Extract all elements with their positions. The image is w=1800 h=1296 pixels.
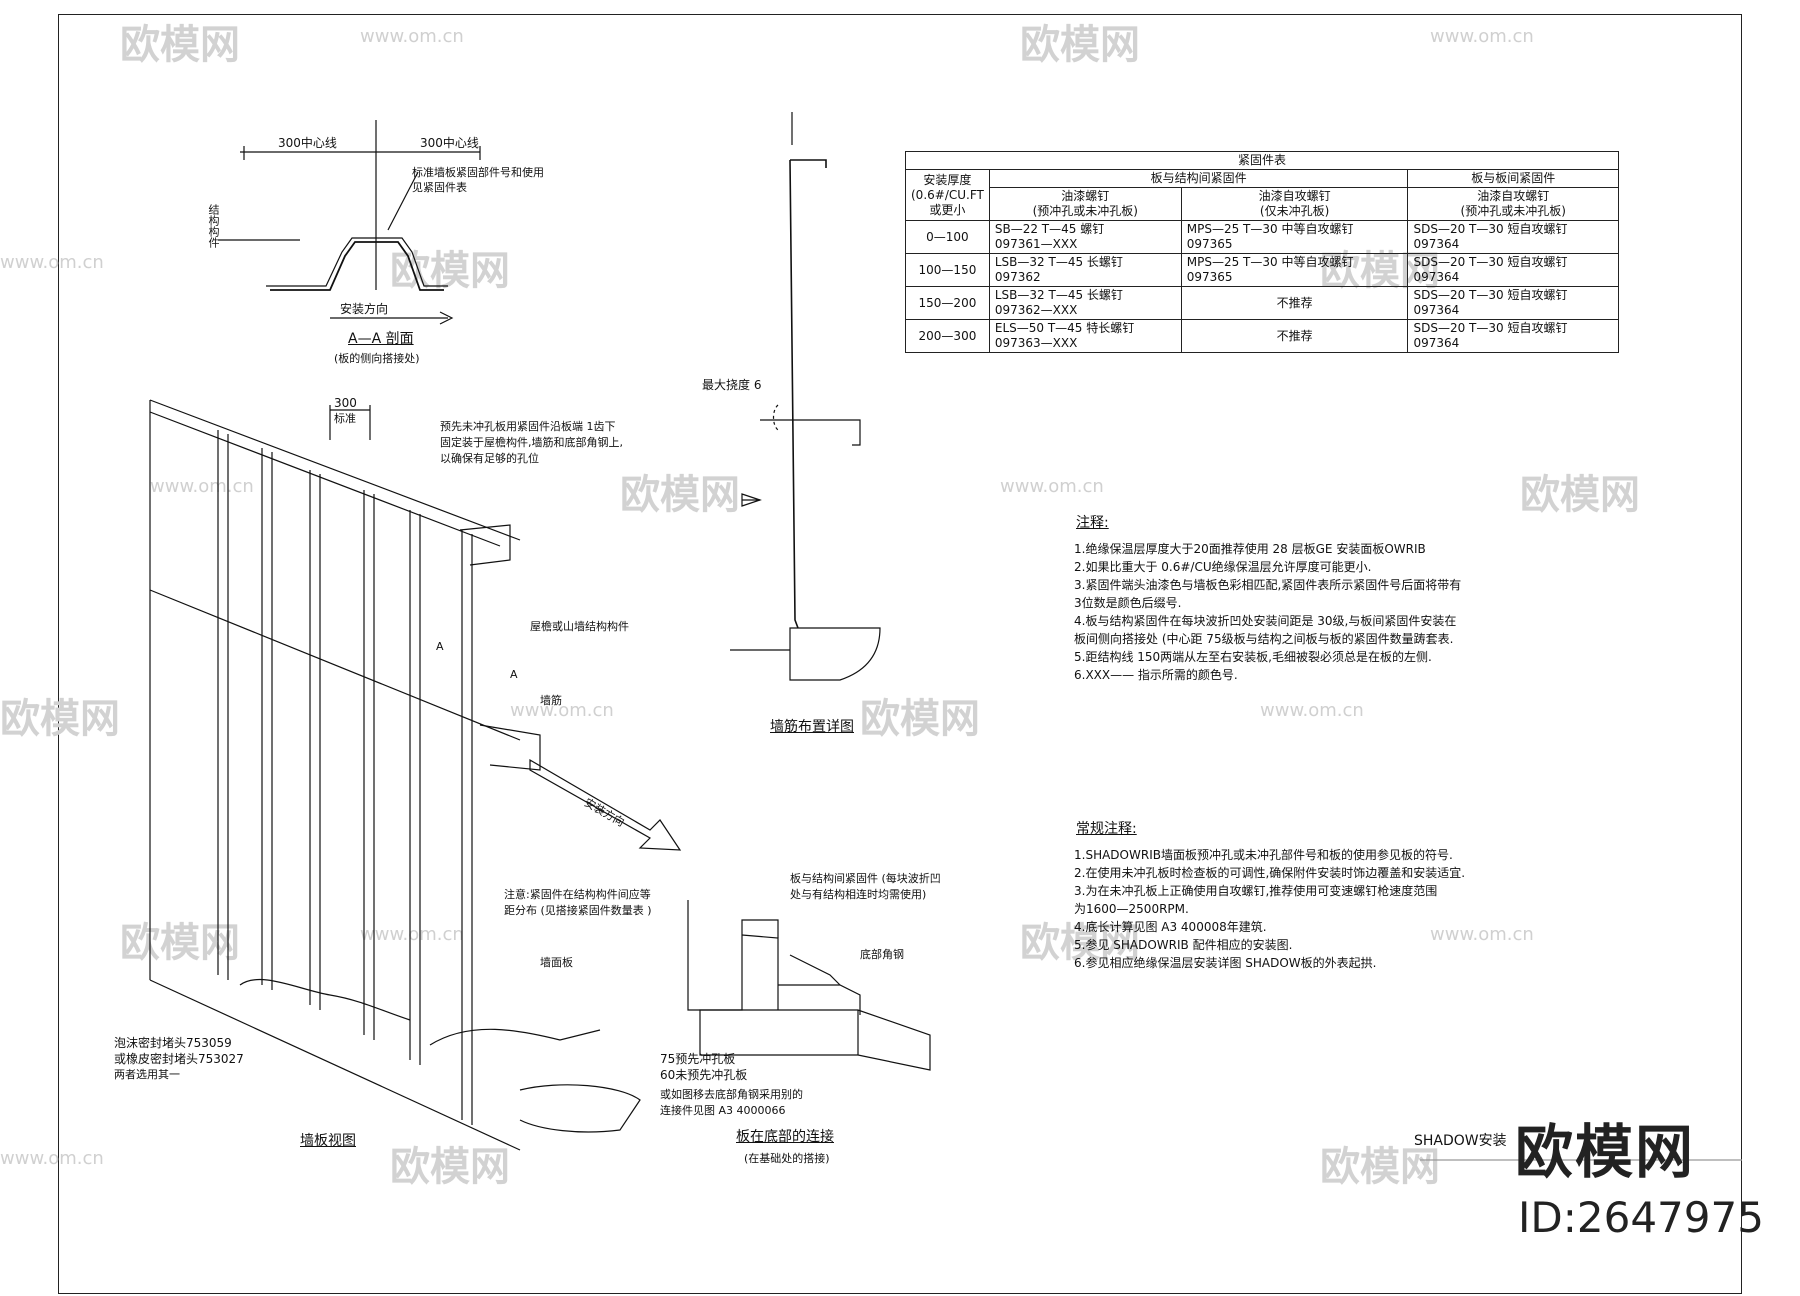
fastener-table: 紧固件表 安装厚度 (0.6#/CU.FT 或更小 板与结构间紧固件 板与板间紧… [905, 151, 1619, 353]
general-note-item: 1.SHADOWRIB墙面板预冲孔或未冲孔部件号和板的使用参见板的符号. [1074, 848, 1453, 862]
wall-dim-top-sub: 标准 [334, 412, 356, 425]
panel-structure-header: 板与结构间紧固件 [988, 169, 1409, 188]
note-item: 3.紧固件端头油漆色与墙板色彩相匹配,紧固件表所示紧固件号后面将带有 [1074, 578, 1462, 592]
watermark-logo: 欧模网 [390, 1144, 510, 1190]
drawing-frame [58, 14, 1742, 1294]
general-note-item: 为1600—2500RPM. [1074, 902, 1189, 916]
base-note-1: 板与结构间紧固件 (每块波折凹 [790, 872, 941, 885]
watermark-logo: 欧模网 [860, 696, 980, 742]
watermark-site: www.om.cn [1430, 26, 1534, 47]
general-note-item: 2.在使用未冲孔板时检查板的可调性,确保附件安装时饰边覆盖和安装适宜. [1074, 866, 1466, 880]
aa-direction-label: 安装方向 [340, 302, 389, 316]
wall-view-drawing [149, 399, 682, 1151]
watermark-site: www.om.cn [360, 26, 464, 47]
note-item: 3位数是颜色后缀号. [1074, 596, 1182, 610]
note-item: 5.距结构线 150两端从左至右安装板,毛细被裂必须总是在板的左侧. [1074, 650, 1432, 664]
eave-label: 屋檐或山墙结构构件 [530, 620, 629, 633]
prepunch-note-1: 预先未冲孔板用紧固件沿板端 1齿下 [440, 420, 616, 433]
watermark-logo: 欧模网 [120, 22, 240, 68]
note-item: 1.绝缘保温层厚度大于20面推荐使用 28 层板GE 安装面板OWRIB [1074, 542, 1426, 556]
base-note-2: 处与有结构相连时均需使用) [790, 888, 927, 901]
general-note-item: 5.参见 SHADOWRIB 配件相应的安装图. [1074, 938, 1293, 952]
watermark-site: www.om.cn [1430, 924, 1534, 945]
fastener-note-2: 距分布 (见搭接紧固件数量表 ) [504, 904, 652, 917]
base-alt-note-1: 或如图移去底部角钢采用别的 [660, 1088, 803, 1101]
watermark-site: www.om.cn [1260, 700, 1364, 721]
section-aa-drawing [218, 120, 481, 325]
watermark-site: www.om.cn [0, 1148, 104, 1169]
watermark-logo: 欧模网 [0, 696, 120, 742]
note-item: 板间侧向搭接处 (中心距 75级板与结构之间板与板的紧固件数量踌套表. [1074, 632, 1454, 646]
note-item: 4.板与结构紧固件在每块波折凹处安装间距是 30级,与板间紧固件安装在 [1074, 614, 1457, 628]
watermark-site: www.om.cn [1000, 476, 1104, 497]
base-label-75: 75预先冲孔板 [660, 1052, 736, 1066]
wall-dim-top: 300 [334, 396, 357, 410]
base-angle-label: 底部角钢 [860, 948, 904, 961]
notes-title: 注释: [1076, 515, 1109, 531]
fastener-table-title: 紧固件表 [905, 151, 1619, 170]
watermark-logo: 欧模网 [390, 248, 510, 294]
aa-subtitle: (板的侧向搭接处) [334, 352, 420, 365]
section-marker-a2: A [510, 668, 518, 681]
aa-title: A—A 剖面 [348, 331, 414, 347]
fastener-note-1: 注意:紧固件在结构构件间应等 [504, 888, 651, 901]
aa-note-line1: 标准墙板紧固部件号和使用 [412, 166, 544, 179]
watermark-site: www.om.cn [510, 700, 614, 721]
girt-label: 墙筋 [540, 694, 562, 707]
thickness-header: 安装厚度 (0.6#/CU.FT 或更小 [905, 169, 990, 221]
base-detail-drawing [687, 900, 931, 1071]
panel-label: 墙面板 [540, 956, 573, 969]
watermark-logo: 欧模网 [620, 472, 740, 518]
base-detail-title: 板在底部的连接 [736, 1129, 834, 1145]
seal-note-2: 或橡皮密封堵头753027 [114, 1052, 244, 1066]
girt-detail-drawing [730, 112, 881, 681]
watermark-site: www.om.cn [360, 924, 464, 945]
watermark-logo: 欧模网 [1320, 1144, 1440, 1190]
section-marker-a1: A [436, 640, 444, 653]
dim-right-label: 300中心线 [420, 136, 479, 150]
base-label-60: 60未预先冲孔板 [660, 1068, 748, 1082]
general-note-item: 6.参见相应绝缘保温层安装详图 SHADOW板的外表起拱. [1074, 956, 1377, 970]
sub-header-2: 油漆自攻螺钉(仅未冲孔板) [1180, 187, 1409, 221]
seal-note-1: 泡沫密封堵头753059 [114, 1036, 232, 1050]
wall-view-title: 墙板视图 [300, 1133, 356, 1149]
general-note-item: 3.为在未冲孔板上正确使用自攻螺钉,推荐使用可变速螺钉枪速度范围 [1074, 884, 1438, 898]
base-alt-note-2: 连接件见图 A3 4000066 [660, 1104, 786, 1117]
note-item: 2.如果比重大于 0.6#/CU绝缘保温层允许厚度可能更小. [1074, 560, 1372, 574]
watermark-logo: 欧模网 [1020, 920, 1140, 966]
sub-header-1: 油漆螺钉(预冲孔或未冲孔板) [988, 187, 1182, 221]
seal-note-3: 两者选用其一 [114, 1068, 180, 1081]
brand-logo: 欧模网 [1515, 1118, 1696, 1186]
sub-header-3: 油漆自攻螺钉(预冲孔或未冲孔板) [1407, 187, 1619, 221]
deflection-label: 最大挠度 6 [702, 378, 762, 392]
panel-panel-header: 板与板间紧固件 [1407, 169, 1619, 188]
prepunch-note-3: 以确保有足够的孔位 [440, 452, 539, 465]
note-item: 6.XXX—— 指示所需的颜色号. [1074, 668, 1238, 682]
dim-left-label: 300中心线 [278, 136, 337, 150]
aa-side-label: 结构构件 [207, 204, 220, 248]
aa-note-line2: 见紧固件表 [412, 181, 467, 194]
model-id: ID:2647975 [1518, 1193, 1764, 1242]
drawing-title: SHADOW安装 [1414, 1133, 1507, 1149]
base-detail-subtitle: (在基础处的搭接) [744, 1152, 830, 1165]
general-notes-title: 常规注释: [1076, 821, 1137, 837]
watermark-logo: 欧模网 [120, 920, 240, 966]
general-note-item: 4.底长计算见图 A3 400008年建筑. [1074, 920, 1267, 934]
watermark-logo: 欧模网 [1520, 472, 1640, 518]
watermark-site: www.om.cn [0, 252, 104, 273]
girt-detail-title: 墙筋布置详图 [770, 719, 854, 735]
prepunch-note-2: 固定装于屋檐构件,墙筋和底部角钢上, [440, 436, 623, 449]
watermark-logo: 欧模网 [1020, 22, 1140, 68]
